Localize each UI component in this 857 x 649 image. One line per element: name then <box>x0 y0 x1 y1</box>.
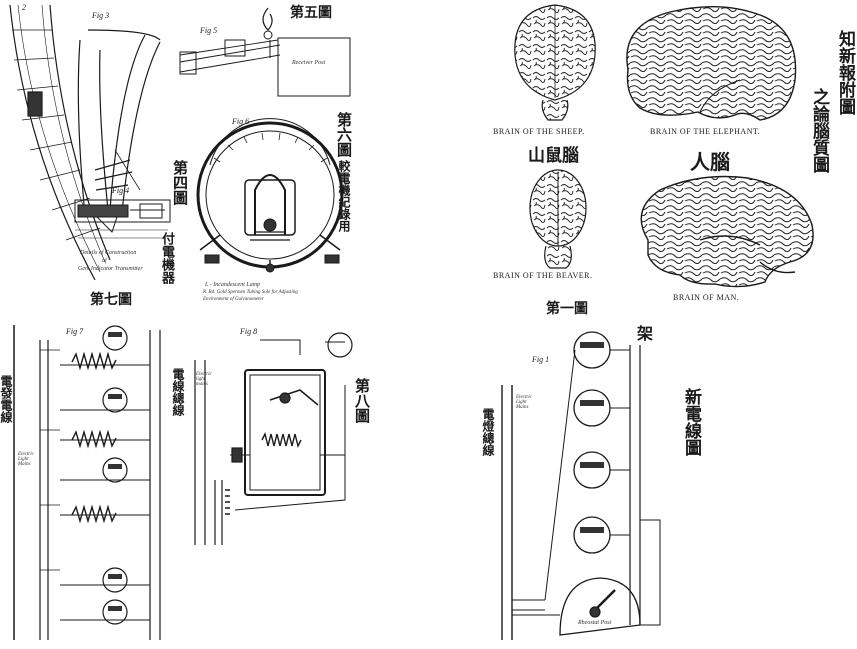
caption-beaver: BRAIN OF THE BEAVER. <box>493 271 593 280</box>
fig1-description: 新電線圖 <box>681 388 701 456</box>
fig4-label: Fig 4 <box>112 186 130 195</box>
fig7-label: Fig 7 <box>66 327 84 336</box>
fig8-heading: 第八圖 <box>353 378 371 423</box>
fig1-mains-cjk: 電燈總線 <box>481 408 495 456</box>
fig4-transmitter <box>74 199 171 239</box>
fig7-heading: 第七圖 <box>90 292 132 308</box>
caption-man: BRAIN OF MAN. <box>673 293 740 302</box>
caption-elephant: BRAIN OF THE ELEPHANT. <box>650 127 761 136</box>
fig8-label: Fig 8 <box>240 327 258 336</box>
fig4-caption-1: Details of Construction <box>80 250 137 256</box>
frame-label: 架 <box>637 324 654 343</box>
fig5-label: Fig 5 <box>200 26 218 35</box>
fig7-circuit <box>13 325 161 640</box>
fig8-mains-label: Electric light mains <box>196 372 212 387</box>
fig6-galvanometer <box>196 118 344 273</box>
fig6-caption-1: L - Incandescent Lamp <box>205 282 261 288</box>
fig4-caption-2: of <box>102 258 107 264</box>
elephant-brain-drawing <box>626 6 797 121</box>
fig4-heading: 第四圖 <box>171 160 189 205</box>
fig1-heading: 第一圖 <box>546 301 588 317</box>
fig6-caption-2: R. Rd. Gold Spermen Tubing Sole for Adju… <box>203 290 298 295</box>
fig2-label: 2 <box>22 3 26 12</box>
fig5-box-label: Receiver Post <box>292 60 326 66</box>
fig3-label: Fig 3 <box>92 11 110 20</box>
fig6-description: 較電機紀錄用 <box>337 160 351 232</box>
fig1-switch-label: Rheostat Post <box>578 620 612 626</box>
human-brain-drawing <box>640 175 814 288</box>
fig1-mains-label: Electric Light Mains <box>516 395 532 410</box>
fig7-mains-label: Electric Light Mains <box>18 452 34 467</box>
fig3-arm-pointer <box>77 29 161 233</box>
sheep-brain-drawing <box>514 4 596 121</box>
fig8-apparatus <box>194 332 353 545</box>
fig2-curved-scale <box>9 4 111 281</box>
fig5-heading: 第五圖 <box>290 5 332 21</box>
side-title-1: 知新報附圖 <box>835 30 855 115</box>
fig5-receiver <box>179 7 351 97</box>
label-man-cjk: 人腦 <box>690 150 730 174</box>
beaver-brain-drawing <box>529 169 587 269</box>
fig7-description: 電發電線 <box>0 375 13 423</box>
fig6-label: Fig 6 <box>232 117 250 126</box>
label-beaver-cjk: 山鼠腦 <box>528 146 579 166</box>
fig4-description: 付電機器 <box>159 232 174 284</box>
fig1-label: Fig 1 <box>532 355 550 364</box>
fig6-heading: 第六圖 <box>335 112 353 157</box>
caption-sheep: BRAIN OF THE SHEEP. <box>493 127 585 136</box>
side-title-2: 之論腦質圖 <box>809 88 829 173</box>
fig4-caption-3: Gem Indicator Transmitter <box>78 266 143 272</box>
fig8-description: 電線總線 <box>171 368 185 416</box>
fig1-circuit <box>501 331 661 640</box>
fig6-caption-3: Environment of Galvanometer <box>203 297 264 302</box>
